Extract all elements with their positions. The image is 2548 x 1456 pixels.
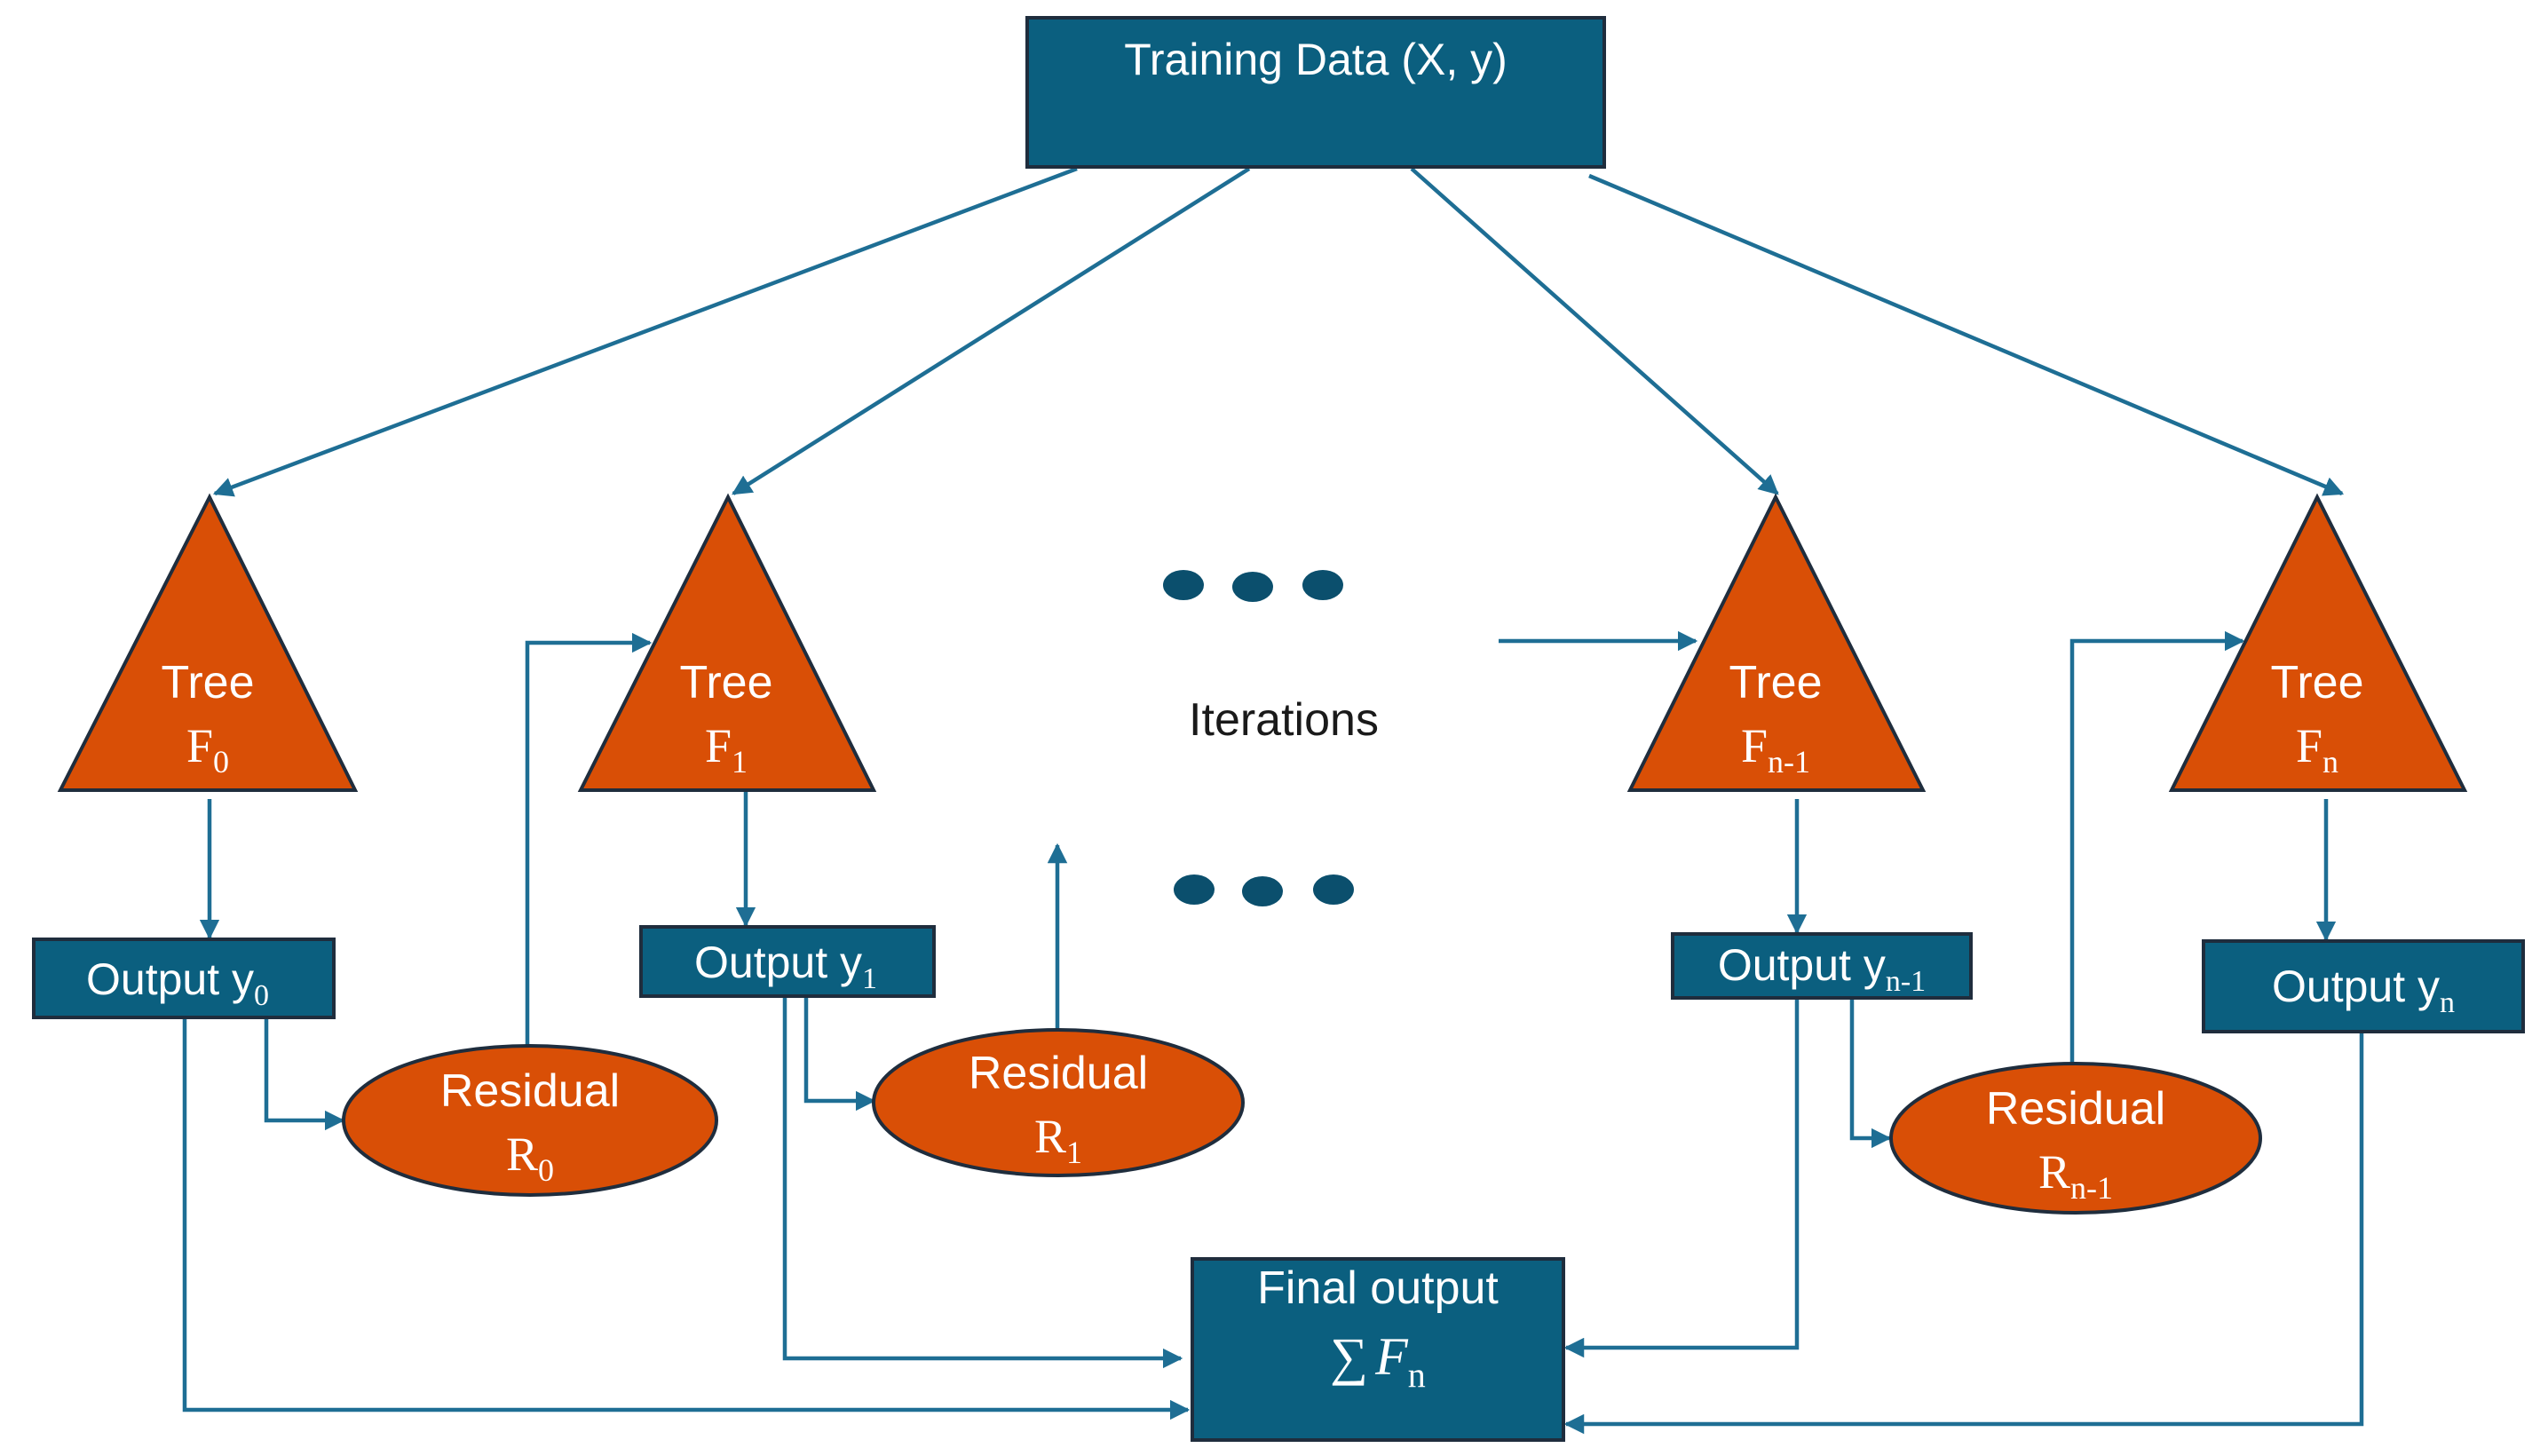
arrow-output-0-to-residual-0 <box>264 1019 345 1131</box>
final-output-box <box>1191 1257 1565 1442</box>
iterations-region: Iterations <box>1163 570 1379 906</box>
output-subscript: n-1 <box>1886 965 1926 998</box>
arrow-output-n-1-to-final <box>1563 998 1800 1358</box>
output-node-0: Output y0 <box>32 938 336 1019</box>
arrow-output-1-to-final <box>782 998 1183 1369</box>
tree-symbol: F <box>2296 719 2322 772</box>
tree-subscript: n <box>2322 744 2338 779</box>
tree-label-word: Tree <box>1729 657 1823 708</box>
connectors <box>182 166 2364 1435</box>
tree-triangle <box>57 493 359 792</box>
tree-symbol: F <box>186 719 213 772</box>
tree-node-n: Tree Fn <box>2168 493 2468 792</box>
output-subscript: 0 <box>254 979 269 1012</box>
tree-label-word: Tree <box>2271 657 2364 708</box>
output-node-1: Output y1 <box>639 925 936 998</box>
ellipsis-dot <box>1313 874 1354 905</box>
final-output-formula: ∑Fn <box>1330 1327 1425 1395</box>
output-word: Output y <box>1718 940 1886 990</box>
arrow-training-to-tree-0 <box>212 166 1078 497</box>
output-label: Output y1 <box>694 938 877 995</box>
tree-label-symbol: Fn-1 <box>1741 719 1810 779</box>
residual-ellipse <box>342 1044 718 1197</box>
arrow-output-1-to-residual-1 <box>803 998 876 1112</box>
residual-subscript: 0 <box>538 1152 554 1188</box>
arrow-output-n-1-to-residual-n-1 <box>1849 998 1892 1149</box>
output-node-n: Output yn <box>2202 939 2525 1033</box>
tree-triangle <box>577 493 877 792</box>
residual-subscript: n-1 <box>2070 1170 2113 1206</box>
output-label: Output y0 <box>86 954 269 1012</box>
output-label: Output yn <box>2272 961 2455 1019</box>
tree-node-1: Tree F1 <box>577 493 877 792</box>
ellipsis-dot <box>1174 874 1215 905</box>
arrow-output-0-to-final <box>182 1019 1191 1420</box>
tree-subscript: n-1 <box>1768 744 1810 779</box>
residual-symbol: R <box>506 1128 538 1181</box>
residual-symbol: R <box>2038 1145 2070 1199</box>
tree-subscript: 0 <box>213 744 229 779</box>
final-output-node: Final output ∑Fn <box>1191 1257 1565 1442</box>
residual-ellipse <box>1889 1062 2262 1215</box>
residual-node-0: Residual R0 <box>342 1044 718 1197</box>
tree-label-symbol: F0 <box>186 719 229 779</box>
sum-symbol: ∑ <box>1330 1327 1368 1386</box>
iterations-label: Iterations <box>1189 694 1379 746</box>
arrow-residual-0-to-tree-1 <box>525 632 653 1046</box>
output-box <box>1671 932 1973 1000</box>
tree-label-symbol: Fn <box>2296 719 2338 779</box>
output-word: Output y <box>694 938 862 987</box>
residual-label-symbol: Rn-1 <box>2038 1145 2113 1206</box>
tree-symbol: F <box>1741 719 1768 772</box>
tree-label-word: Tree <box>680 657 773 708</box>
tree-subscript: 1 <box>732 744 748 779</box>
arrow-output-n-to-final <box>1563 1032 2364 1435</box>
residual-label-symbol: R0 <box>506 1128 554 1188</box>
tree-node-0: Tree F0 <box>57 493 359 792</box>
residual-label-word: Residual <box>969 1048 1148 1099</box>
training-data-label: Training Data (X, y) <box>1124 35 1507 84</box>
output-box <box>639 925 936 998</box>
final-output-subscript: n <box>1408 1355 1426 1395</box>
training-data-node: Training Data (X, y) <box>1025 16 1606 169</box>
residual-symbol: R <box>1034 1110 1066 1163</box>
residual-node-1: Residual R1 <box>872 1028 1245 1177</box>
output-word: Output y <box>86 954 254 1004</box>
tree-triangle <box>2168 493 2468 792</box>
residual-label-word: Residual <box>440 1065 620 1117</box>
output-subscript: n <box>2440 986 2455 1019</box>
residual-node-n-1: Residual Rn-1 <box>1889 1062 2262 1215</box>
output-node-n-1: Output yn-1 <box>1671 932 1973 1000</box>
training-data-box <box>1025 16 1606 169</box>
ellipsis-dot <box>1232 572 1273 602</box>
output-label: Output yn-1 <box>1718 940 1926 998</box>
residual-ellipse <box>872 1028 1245 1177</box>
ellipsis-dot <box>1242 876 1283 906</box>
output-subscript: 1 <box>862 962 877 995</box>
residual-subscript: 1 <box>1066 1135 1082 1170</box>
ellipsis-dot <box>1163 570 1204 600</box>
arrow-training-to-tree-1 <box>732 167 1251 495</box>
final-output-symbol: F <box>1374 1327 1409 1386</box>
output-box <box>2202 939 2525 1033</box>
output-box <box>32 938 336 1019</box>
residual-label-word: Residual <box>1986 1083 2165 1135</box>
tree-label-symbol: F1 <box>705 719 748 779</box>
tree-symbol: F <box>705 719 732 772</box>
tree-triangle <box>1626 493 1927 792</box>
final-output-title: Final output <box>1257 1262 1499 1314</box>
tree-node-n-1: Tree Fn-1 <box>1626 493 1927 792</box>
output-word: Output y <box>2272 961 2440 1011</box>
arrow-residual-n-1-to-tree-n <box>2069 630 2245 1071</box>
ellipsis-dot <box>1302 570 1343 600</box>
residual-label-symbol: R1 <box>1034 1110 1082 1170</box>
arrow-training-to-tree-n-1 <box>1410 167 1779 495</box>
tree-label-word: Tree <box>162 657 255 708</box>
arrow-training-to-tree-n <box>1588 173 2345 496</box>
